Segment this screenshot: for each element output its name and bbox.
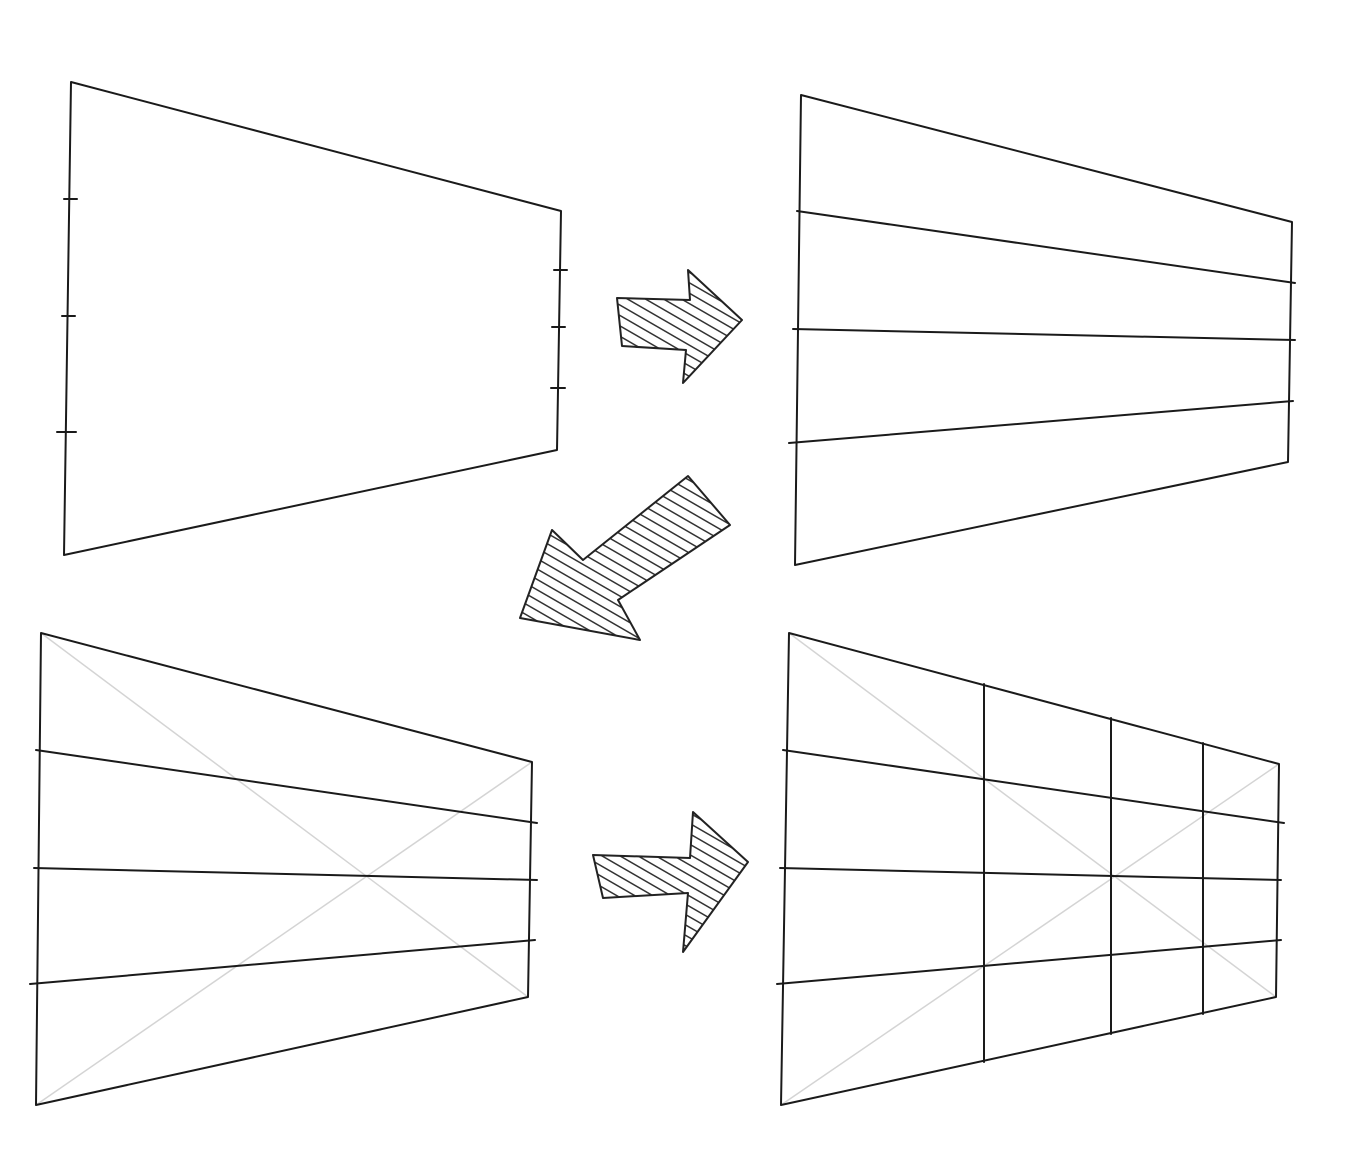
quad-outline <box>780 632 1280 1106</box>
horizontal-divisions <box>29 749 538 985</box>
step-2-quad-with-horizontal-lines <box>788 94 1296 566</box>
arrow-right-icon <box>592 811 749 953</box>
arrow-down-left-icon <box>519 475 731 641</box>
quad-outline <box>63 81 562 556</box>
step-1-quad-with-ticks <box>56 81 568 556</box>
horizontal-divisions <box>776 749 1285 985</box>
diagonal-guides <box>35 632 533 1106</box>
step-4-quad-with-grid <box>776 632 1285 1106</box>
quad-outline <box>35 632 533 1106</box>
arrow-right-icon <box>616 269 743 384</box>
step-3-quad-with-diagonals <box>29 632 538 1106</box>
diagonal-guides <box>780 632 1280 1106</box>
horizontal-divisions <box>788 210 1296 444</box>
quad-outline <box>794 94 1293 566</box>
vertical-divisions <box>983 683 1204 1063</box>
division-ticks <box>56 198 568 433</box>
